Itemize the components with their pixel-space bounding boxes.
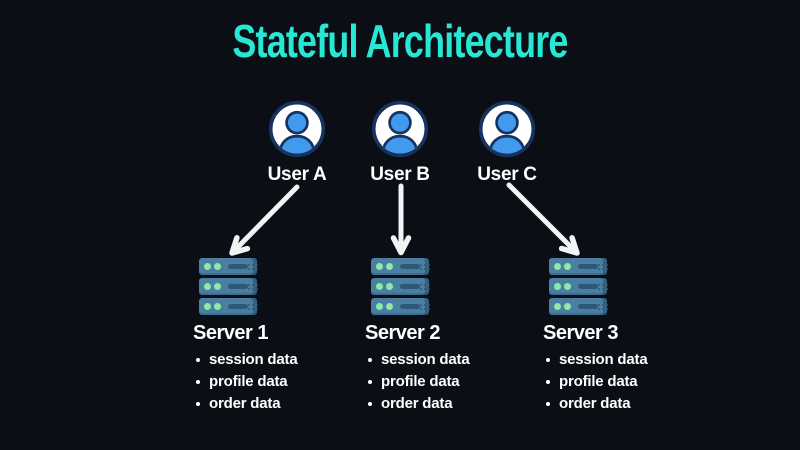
- vent-dots-icon: [420, 263, 430, 270]
- led-icon: [204, 263, 211, 270]
- list-item: order data: [365, 393, 515, 415]
- server-label: Server 3: [543, 322, 618, 344]
- user-avatar-icon: [268, 100, 326, 158]
- vent-dots-icon: [598, 303, 608, 310]
- led-icon: [554, 263, 561, 270]
- arrow-user-a-to-server-1: [229, 184, 300, 256]
- led-icon: [376, 283, 383, 290]
- bullet-icon: [196, 402, 200, 406]
- list-item-label: profile data: [559, 373, 638, 390]
- vent-dots-icon: [598, 263, 608, 270]
- vent-dots-icon: [248, 263, 258, 270]
- drive-slot-icon: [578, 264, 598, 269]
- list-item: session data: [193, 349, 343, 371]
- vent-dots-icon: [420, 283, 430, 290]
- server-3-group: Server 3 session data profile data order…: [543, 258, 693, 415]
- list-item-label: profile data: [381, 373, 460, 390]
- drive-slot-icon: [578, 284, 598, 289]
- server-rack-icon: [371, 258, 430, 315]
- user-avatar-icon: [371, 100, 429, 158]
- user-avatar-icon: [478, 100, 536, 158]
- led-icon: [204, 303, 211, 310]
- server-unit: [549, 258, 608, 275]
- list-item: session data: [543, 349, 693, 371]
- bullet-icon: [196, 380, 200, 384]
- server-data-list: session data profile data order data: [365, 349, 515, 415]
- list-item-label: session data: [559, 351, 648, 368]
- drive-slot-icon: [228, 264, 248, 269]
- vent-dots-icon: [248, 283, 258, 290]
- server-rack-icon: [199, 258, 258, 315]
- led-icon: [376, 303, 383, 310]
- list-item: profile data: [543, 371, 693, 393]
- list-item-label: profile data: [209, 373, 288, 390]
- led-icon: [564, 303, 571, 310]
- list-item-label: session data: [381, 351, 470, 368]
- server-unit: [549, 278, 608, 295]
- drive-slot-icon: [228, 304, 248, 309]
- server-unit: [199, 278, 258, 295]
- list-item: profile data: [193, 371, 343, 393]
- drive-slot-icon: [228, 284, 248, 289]
- user-label: User A: [267, 164, 327, 185]
- list-item: order data: [193, 393, 343, 415]
- server-unit: [371, 298, 430, 315]
- server-unit: [371, 258, 430, 275]
- bullet-icon: [368, 380, 372, 384]
- user-label: User C: [477, 164, 537, 185]
- list-item: profile data: [365, 371, 515, 393]
- user-a-group: User A: [252, 100, 342, 184]
- arrow-user-c-to-server-3: [506, 182, 580, 256]
- drive-slot-icon: [578, 304, 598, 309]
- server-2-group: Server 2 session data profile data order…: [365, 258, 515, 415]
- server-rack-icon: [549, 258, 608, 315]
- server-label: Server 1: [193, 322, 268, 344]
- drive-slot-icon: [400, 304, 420, 309]
- led-icon: [554, 303, 561, 310]
- bullet-icon: [196, 358, 200, 362]
- list-item-label: order data: [559, 395, 631, 412]
- vent-dots-icon: [598, 283, 608, 290]
- bullet-icon: [546, 402, 550, 406]
- user-label: User B: [370, 164, 430, 185]
- server-label: Server 2: [365, 322, 440, 344]
- led-icon: [376, 263, 383, 270]
- led-icon: [386, 263, 393, 270]
- server-unit: [371, 278, 430, 295]
- server-unit: [549, 298, 608, 315]
- list-item: order data: [543, 393, 693, 415]
- list-item-label: order data: [209, 395, 281, 412]
- list-item-label: session data: [209, 351, 298, 368]
- bullet-icon: [368, 402, 372, 406]
- server-data-list: session data profile data order data: [193, 349, 343, 415]
- led-icon: [214, 263, 221, 270]
- server-unit: [199, 298, 258, 315]
- vent-dots-icon: [248, 303, 258, 310]
- server-unit: [199, 258, 258, 275]
- list-item: session data: [365, 349, 515, 371]
- bullet-icon: [546, 380, 550, 384]
- bullet-icon: [546, 358, 550, 362]
- vent-dots-icon: [420, 303, 430, 310]
- led-icon: [564, 283, 571, 290]
- led-icon: [386, 283, 393, 290]
- bullet-icon: [368, 358, 372, 362]
- led-icon: [214, 303, 221, 310]
- drive-slot-icon: [400, 264, 420, 269]
- server-data-list: session data profile data order data: [543, 349, 693, 415]
- led-icon: [204, 283, 211, 290]
- led-icon: [554, 283, 561, 290]
- list-item-label: order data: [381, 395, 453, 412]
- drive-slot-icon: [400, 284, 420, 289]
- page-title: Stateful Architecture: [232, 15, 568, 67]
- user-c-group: User C: [462, 100, 552, 184]
- user-b-group: User B: [355, 100, 445, 184]
- led-icon: [564, 263, 571, 270]
- led-icon: [214, 283, 221, 290]
- server-1-group: Server 1 session data profile data order…: [193, 258, 343, 415]
- led-icon: [386, 303, 393, 310]
- arrow-user-b-to-server-2: [390, 183, 412, 256]
